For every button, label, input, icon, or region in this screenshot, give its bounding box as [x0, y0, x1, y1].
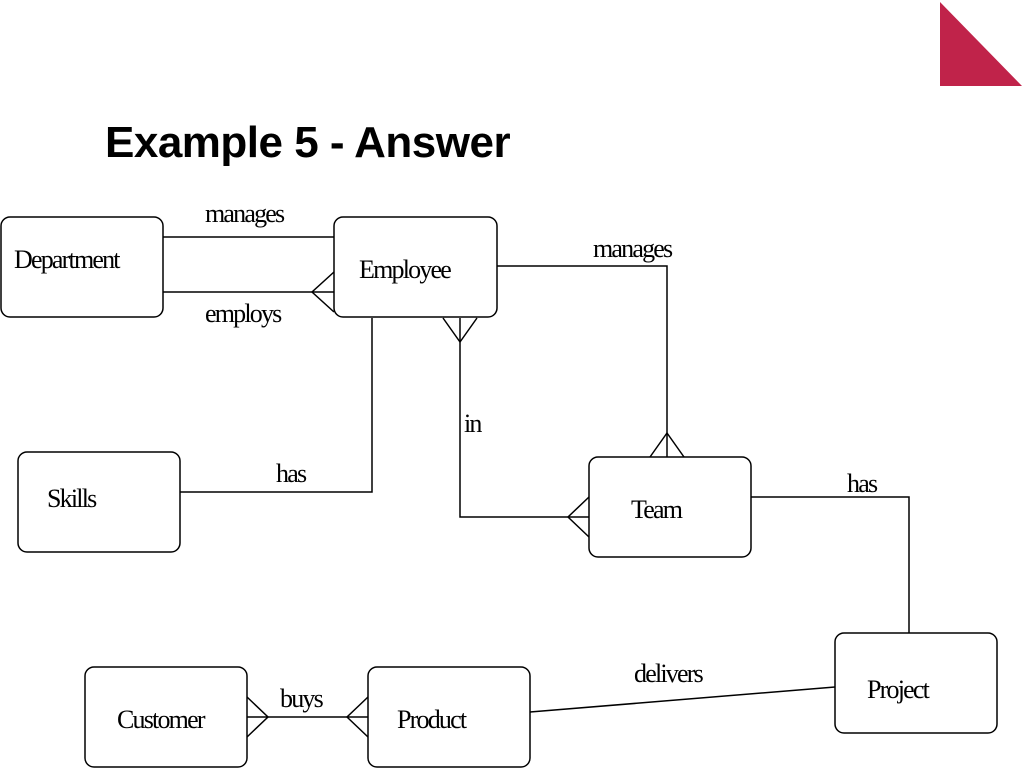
rel-line-employee-has-skills: [180, 318, 373, 493]
crows-foot-team-manages: [649, 431, 685, 458]
rel-label-employee-in-team: in: [464, 409, 482, 438]
entity-product-box: [367, 666, 531, 768]
entity-project-box: [834, 632, 998, 734]
entity-project-label: Project: [867, 675, 931, 704]
entity-department-box: [0, 216, 164, 318]
entity-product-label: Product: [397, 705, 468, 734]
rel-line-team-has-project: [751, 496, 910, 633]
entity-department-label: Department: [14, 245, 121, 274]
crows-foot-employee-in: [442, 317, 478, 344]
crows-foot-employee-employs: [310, 271, 335, 313]
crows-foot-product-buys: [345, 696, 369, 738]
entity-customer-box: [84, 666, 248, 768]
rel-line-employee-in-team: [459, 318, 589, 518]
entity-employee-label: Employee: [359, 255, 451, 284]
crows-foot-team-in: [566, 496, 590, 538]
rel-label-project-delivers-product: delivers: [634, 659, 704, 688]
entity-team-box: [588, 456, 752, 558]
slide-title: Example 5 - Answer: [105, 118, 511, 167]
entity-employee-box: [333, 216, 498, 318]
rel-label-employee-manages-team: manages: [593, 234, 673, 263]
entity-skills-box: [17, 451, 181, 553]
rel-line-employee-manages-team: [497, 265, 668, 457]
entity-team-label: Team: [631, 495, 683, 524]
rel-label-department-employs: employs: [205, 299, 282, 328]
crows-foot-customer-buys: [246, 696, 270, 738]
entity-customer-label: Customer: [117, 705, 206, 734]
rel-label-employee-has-skills: has: [276, 459, 307, 488]
entity-skills-label: Skills: [47, 484, 97, 513]
rel-label-team-has-project: has: [847, 469, 878, 498]
rel-line-project-delivers-product: [529, 686, 836, 713]
rel-label-department-manages: manages: [205, 199, 285, 228]
rel-label-customer-buys-product: buys: [280, 684, 324, 713]
